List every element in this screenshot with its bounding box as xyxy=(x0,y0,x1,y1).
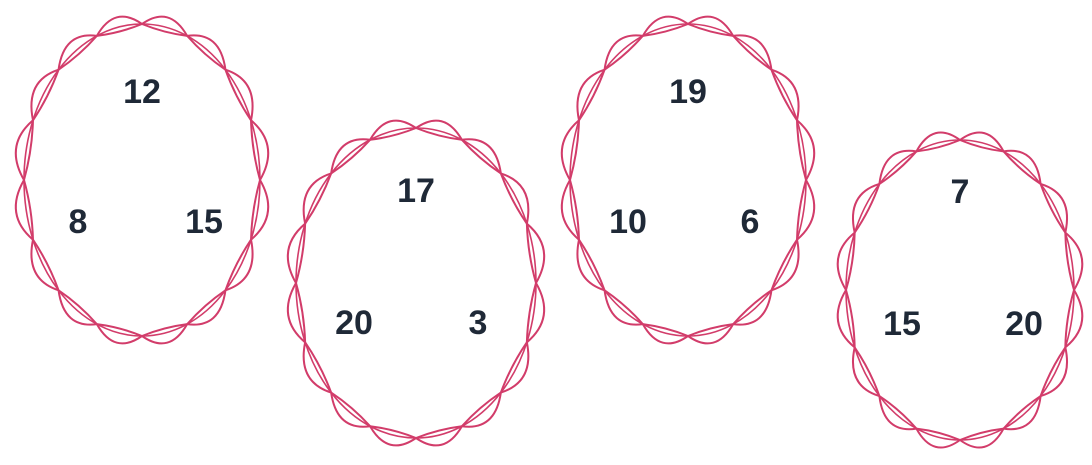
petal-curl xyxy=(1004,396,1041,429)
petal-curl xyxy=(879,396,916,429)
petal-curl xyxy=(1041,347,1066,396)
flower-3-ring xyxy=(570,24,806,336)
flower-1-top-number: 12 xyxy=(123,73,161,111)
petal-curl xyxy=(1041,184,1066,233)
flower-2-right-number: 3 xyxy=(469,304,488,342)
petal-curl xyxy=(33,240,59,291)
petal-curl xyxy=(331,140,370,174)
petal-curl xyxy=(187,290,225,324)
petal-curl xyxy=(225,240,251,291)
flower-4-top-number: 7 xyxy=(951,173,970,211)
flower-1: 12 8 15 xyxy=(16,17,268,344)
petal-curl xyxy=(462,393,501,427)
petal-curl xyxy=(33,70,59,121)
petal-curl xyxy=(733,36,771,70)
flower-1-ring xyxy=(24,24,260,336)
petal-curl xyxy=(59,290,97,324)
petal-curl xyxy=(605,36,643,70)
petal-curl xyxy=(579,240,605,291)
petal-curl xyxy=(225,70,251,121)
flower-1-right-number: 15 xyxy=(185,203,223,241)
flower-1-left-number: 8 xyxy=(69,203,88,241)
petal-curl xyxy=(501,173,527,223)
flower-3-top-number: 19 xyxy=(669,73,707,111)
flower-3-petals xyxy=(562,17,814,344)
petal-curl xyxy=(771,240,797,291)
flower-2-petals xyxy=(288,121,544,446)
flower-4-left-number: 15 xyxy=(883,305,921,343)
petal-curl xyxy=(501,342,527,392)
petal-curl xyxy=(1004,151,1041,184)
petal-curl xyxy=(305,342,331,392)
flower-4: 7 15 20 xyxy=(838,132,1083,447)
petal-curl xyxy=(605,290,643,324)
flower-3-right-number: 6 xyxy=(741,203,760,241)
petal-curl xyxy=(331,393,370,427)
flower-2: 17 20 3 xyxy=(288,121,544,446)
flower-1-petals xyxy=(16,17,268,344)
petal-curl xyxy=(733,290,771,324)
flower-2-top-number: 17 xyxy=(397,172,435,210)
flower-3-left-number: 10 xyxy=(609,203,647,241)
petal-curl xyxy=(187,36,225,70)
flower-2-left-number: 20 xyxy=(335,304,373,342)
petal-curl xyxy=(462,140,501,174)
petal-curl xyxy=(771,70,797,121)
flower-3: 19 10 6 xyxy=(562,17,814,344)
petal-curl xyxy=(579,70,605,121)
petal-curl xyxy=(59,36,97,70)
petal-curl xyxy=(855,347,880,396)
petal-curl xyxy=(305,173,331,223)
flower-4-right-number: 20 xyxy=(1005,305,1043,343)
petal-curl xyxy=(855,184,880,233)
petal-curl xyxy=(879,151,916,184)
